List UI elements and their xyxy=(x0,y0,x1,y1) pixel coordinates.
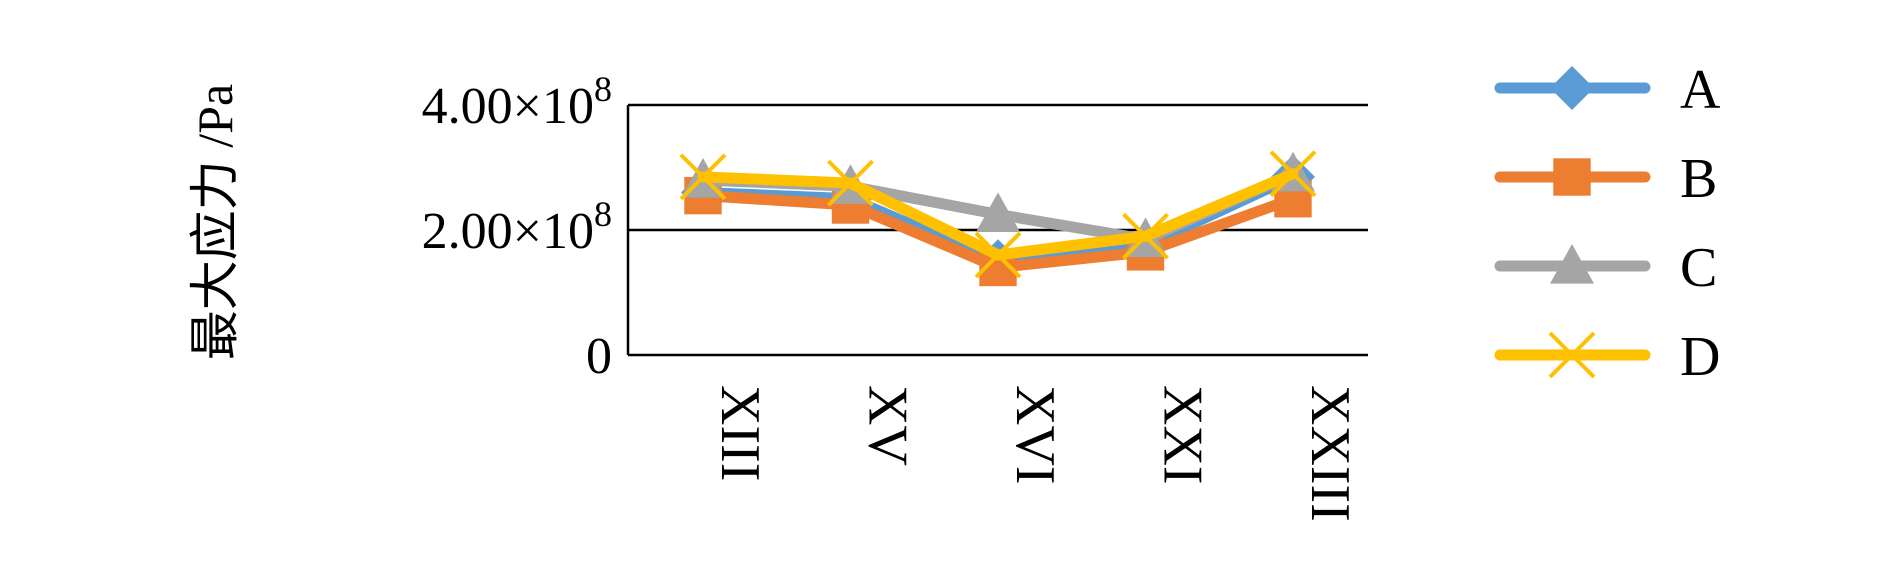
data-point xyxy=(976,192,1020,232)
y-tick-mantissa: 2.00×10 xyxy=(422,203,594,260)
legend-item-b: B xyxy=(1494,148,1717,210)
x-marker-stroke xyxy=(827,159,874,207)
legend-label: A xyxy=(1680,59,1721,121)
x-marker-stroke xyxy=(974,231,1022,279)
x-tick-labels: XIII XV XVI XXI XXIII xyxy=(709,385,1361,522)
y-tick-mantissa: 4.00×10 xyxy=(422,78,594,135)
x-marker-stroke xyxy=(679,153,727,201)
y-tick-label: 0 xyxy=(586,328,612,385)
x-marker-stroke xyxy=(1269,150,1317,198)
data-point xyxy=(1122,212,1169,260)
data-point xyxy=(679,153,727,201)
data-point xyxy=(1269,150,1317,198)
series-d xyxy=(679,150,1317,279)
legend-label: D xyxy=(1680,326,1720,388)
x-marker-stroke xyxy=(1122,212,1169,260)
y-tick-label: 2.00×108 xyxy=(422,194,612,260)
x-tick-label: XV xyxy=(857,385,919,466)
x-tick-label: XXIII xyxy=(1299,385,1361,522)
axes xyxy=(626,105,1368,357)
legend-item-c: C xyxy=(1494,237,1717,299)
y-axis-label: 最大应力 /Pa xyxy=(187,84,243,360)
series-group xyxy=(679,150,1317,287)
x-tick-label: XIII xyxy=(709,385,771,481)
legend-marker xyxy=(1550,66,1594,110)
data-point xyxy=(974,231,1022,279)
y-tick-mantissa: 0 xyxy=(586,328,612,385)
y-tick-label: 4.00×108 xyxy=(422,69,612,135)
x-tick-label: XVI xyxy=(1004,385,1066,485)
legend-label: C xyxy=(1680,237,1717,299)
legend-label: B xyxy=(1680,148,1717,210)
y-tick-exponent: 8 xyxy=(594,69,612,109)
legend-marker xyxy=(1548,331,1596,379)
legend-marker xyxy=(1550,244,1594,284)
x-tick-label: XXI xyxy=(1152,385,1214,485)
x-marker-stroke xyxy=(1548,331,1596,379)
y-tick-exponent: 8 xyxy=(594,194,612,234)
legend-item-a: A xyxy=(1494,59,1721,121)
legend-marker xyxy=(1553,158,1591,196)
data-point xyxy=(827,159,874,207)
legend-item-d: D xyxy=(1494,326,1720,388)
